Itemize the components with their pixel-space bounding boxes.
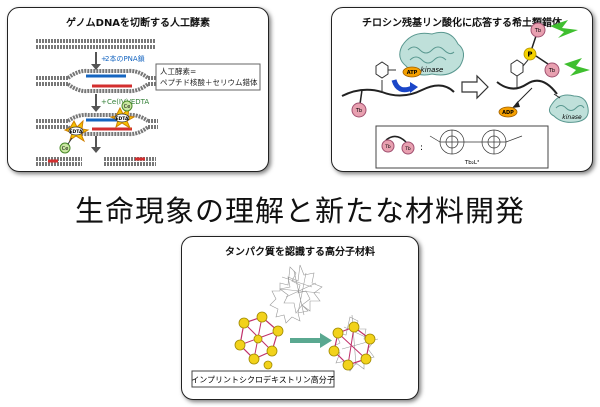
atp-label: ATP xyxy=(407,70,418,76)
down-arrow-3 xyxy=(91,136,101,153)
tyrosine-ring-right xyxy=(511,60,528,88)
panel-dna-cleavage: ゲノムDNAを切断する人工酵素 2本のPNA鎖 + 人工酵素= ペプチド核酸＋セ… xyxy=(7,7,269,172)
main-title: 生命現象の理解と新たな材料開発 xyxy=(0,188,600,230)
tb-complex-left: Tb xyxy=(352,90,366,117)
kinase-protein-right: kinase xyxy=(549,95,588,122)
ce-ion-right: Ce xyxy=(122,101,132,111)
dna-duplex-intact xyxy=(36,41,156,47)
tyrosine-diagram: kinase ATP Tb P xyxy=(332,8,593,172)
tb-label-inset-1: Tb xyxy=(384,144,391,150)
reaction-arrow-hollow xyxy=(462,76,488,98)
tyrosine-ring-left xyxy=(376,62,396,92)
ce-label-left: Ce xyxy=(62,146,69,152)
tb-label-right-top: Tb xyxy=(534,28,541,34)
panel-tyrosine-phosphorylation: チロシン残基リン酸化に応答する希土類錯体 kinase ATP Tb xyxy=(331,7,593,172)
complex-formula: Tb₂L³ xyxy=(464,159,479,166)
kinase-label-right: kinase xyxy=(562,114,582,121)
down-arrow-1 xyxy=(91,52,101,70)
tb-complex-right-bottom: Tb xyxy=(536,56,559,77)
kinase-release-arrow xyxy=(554,94,560,98)
colon-separator: : xyxy=(420,143,423,153)
ce-complex-left: EDTA xyxy=(65,121,88,141)
ce-complex-right: EDTA xyxy=(111,108,134,128)
tb-label-left: Tb xyxy=(355,108,362,114)
enzyme-definition-line2: ペプチド核酸＋セリウム錯体 xyxy=(160,77,258,87)
luminescence-flash-top xyxy=(550,20,578,38)
atp-molecule: ATP xyxy=(403,67,421,77)
peptide-chain-right xyxy=(497,81,557,94)
ce-bound-duplex xyxy=(36,115,158,134)
edta-label-left: EDTA xyxy=(69,129,83,135)
luminescence-flash-bottom xyxy=(564,58,590,76)
adp-molecule: ADP xyxy=(499,107,517,117)
step1-label: 2本のPNA鎖 xyxy=(105,54,145,63)
protein-structure-top xyxy=(270,265,322,323)
protein-bound-complex xyxy=(329,315,378,371)
edta-label-right: EDTA xyxy=(115,116,129,122)
plus-sign-1: + xyxy=(101,55,107,63)
ce-label-right: Ce xyxy=(124,104,131,110)
imprinted-polymer-left xyxy=(235,312,283,369)
adp-release-arrow xyxy=(516,88,532,104)
phosphate-label: P xyxy=(527,51,532,59)
adp-label: ADP xyxy=(502,110,514,116)
tb-complex-right-top: Tb xyxy=(531,23,545,48)
ce-ion-left: Ce xyxy=(60,138,72,153)
polymer-caption: インプリントシクロデキストリン高分子 xyxy=(191,375,335,385)
kinase-label-left: kinase xyxy=(421,66,444,74)
phospho-transfer-arrow xyxy=(394,80,412,90)
adp-arrow-head xyxy=(512,101,520,108)
panel-protein-recognition: タンパク質を認識する高分子材料 xyxy=(181,236,419,400)
enzyme-definition-line1: 人工酵素= xyxy=(160,66,196,76)
pna-invaded-duplex xyxy=(36,71,158,91)
cleaved-fragments xyxy=(36,159,156,164)
down-arrow-2 xyxy=(91,94,101,112)
phosphate-group: P xyxy=(524,48,536,60)
binding-arrow xyxy=(290,333,332,348)
tb-label-right-bottom: Tb xyxy=(548,68,555,74)
tb-label-inset-2: Tb xyxy=(404,146,411,152)
protein-diagram: インプリントシクロデキストリン高分子 xyxy=(182,237,419,400)
dna-diagram: 2本のPNA鎖 + 人工酵素= ペプチド核酸＋セリウム錯体 + Ce(IV)/E… xyxy=(8,8,269,172)
